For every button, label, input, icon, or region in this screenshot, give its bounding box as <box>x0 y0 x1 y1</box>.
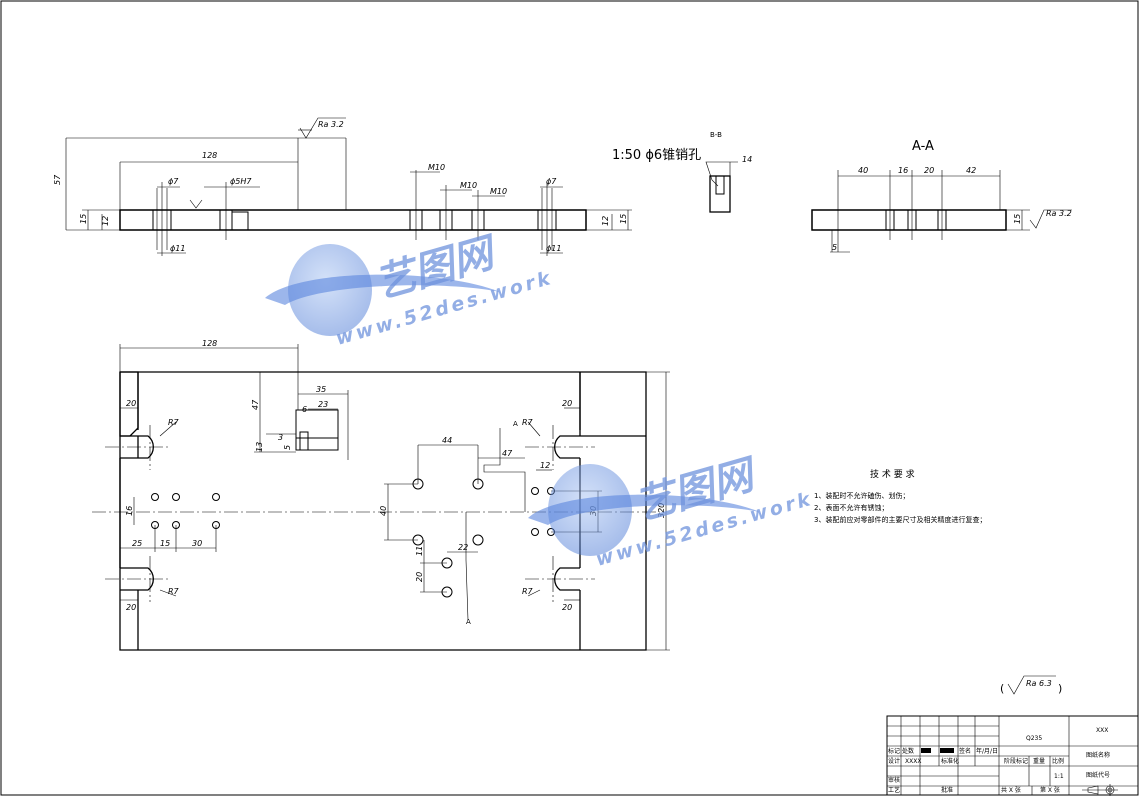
dim-d7-right: ϕ7 <box>546 177 557 186</box>
dim-d7-left: ϕ7 <box>168 177 179 186</box>
dim-16-aa: 16 <box>898 166 908 175</box>
front-view: 57 128 15 12 12 15 Ra 3.2 ϕ7 ϕ11 ϕ5H7 M1… <box>53 117 632 256</box>
tech-req-item-1: 1、装配时不允许磕伤、划伤； <box>814 491 909 500</box>
dim-5-aa: 5 <box>832 243 837 252</box>
dim-r7-br: R7 <box>522 587 534 596</box>
tb-mark-label: 标记 <box>888 747 900 755</box>
tech-req-item-3: 3、装配前应对零部件的主要尺寸及相关精度进行复查； <box>814 515 986 524</box>
dim-22: 22 <box>458 543 468 552</box>
general-roughness: ( Ra 6.3 ) <box>1000 675 1062 695</box>
tb-review-label: 审核 <box>888 776 900 784</box>
watermark-2: 艺图网 www.52des.work <box>528 451 815 571</box>
tb-date-label: 年/月/日 <box>976 747 998 755</box>
section-mark-a-bottom: A <box>466 618 471 626</box>
dim-128-top: 128 <box>202 339 217 348</box>
title-block: Q235 XXX 图纸名称 图纸代号 标记 处数 签名 年/月/日 设计 XXX… <box>886 715 1139 796</box>
tb-process-label: 工艺 <box>888 786 900 794</box>
dim-12-left: 12 <box>101 216 110 226</box>
tb-scale: 1:1 <box>1054 773 1064 780</box>
dim-d11-left: ϕ11 <box>170 244 185 253</box>
dim-r7-tr: R7 <box>522 418 534 427</box>
section-aa-title: A-A <box>912 139 934 154</box>
dim-25: 25 <box>132 539 142 548</box>
tb-count-label: 处数 <box>902 747 914 755</box>
tb-designer-label: 设计 <box>888 757 900 765</box>
dim-23: 23 <box>318 400 328 409</box>
tech-req-item-2: 2、表面不允许有锈蚀； <box>814 503 888 512</box>
dim-128-front: 128 <box>202 151 217 160</box>
tb-scale-label: 比例 <box>1052 757 1064 765</box>
tb-stage-label: 阶段标记 <box>1004 757 1028 765</box>
roughness-aa: Ra 3.2 <box>1046 209 1072 218</box>
dim-13: 13 <box>255 442 264 452</box>
dim-15-right: 15 <box>619 214 628 224</box>
dim-15-aa: 15 <box>1013 214 1022 224</box>
tb-std-label: 标准化 <box>941 757 959 765</box>
tb-company: XXX <box>1096 727 1108 734</box>
dim-20-v: 20 <box>415 572 424 582</box>
dim-12-right: 12 <box>601 216 610 226</box>
tb-sheets: 共 X 张 <box>1001 786 1021 794</box>
dim-m10-3: M10 <box>490 187 507 196</box>
dim-40-aa: 40 <box>858 166 868 175</box>
dim-6: 6 <box>302 405 307 414</box>
dim-20-tl: 20 <box>126 399 136 408</box>
dim-r7-bl: R7 <box>168 587 180 596</box>
watermark-1: 艺图网 www.52des.work <box>265 229 555 350</box>
dim-d11-right: ϕ11 <box>546 244 561 253</box>
tb-designer: XXXX <box>905 758 921 765</box>
dim-57: 57 <box>53 174 62 185</box>
projection-symbol-icon <box>1082 784 1118 796</box>
tb-drawing-name: 图纸名称 <box>1086 751 1110 759</box>
dim-20-br: 20 <box>562 603 572 612</box>
tech-requirements: 技 术 要 求 1、装配时不允许磕伤、划伤； 2、表面不允许有锈蚀； 3、装配前… <box>814 468 986 524</box>
tech-req-title: 技 术 要 求 <box>870 468 915 480</box>
roughness-front: Ra 3.2 <box>318 120 344 129</box>
dim-15-top: 15 <box>160 539 170 548</box>
svg-text:(: ( <box>1000 682 1004 695</box>
dim-r7-tl: R7 <box>168 418 180 427</box>
section-mark-a-top: A <box>513 420 518 428</box>
tb-weight-label: 重量 <box>1033 757 1045 765</box>
general-roughness-value: Ra 6.3 <box>1026 679 1052 688</box>
dim-12: 12 <box>540 461 550 470</box>
tb-material: Q235 <box>1026 735 1042 742</box>
dim-42-aa: 42 <box>966 166 976 175</box>
section-aa: A-A 40 16 20 42 15 5 Ra 3.2 <box>811 139 1072 253</box>
dim-20-tr: 20 <box>562 399 572 408</box>
dim-3: 3 <box>278 433 283 442</box>
dim-11: 11 <box>415 546 424 556</box>
detail-bb: B-B 1:50 ϕ6锥销孔 14 <box>612 131 752 213</box>
dim-44: 44 <box>442 436 452 445</box>
dim-40-v: 40 <box>379 506 388 516</box>
tb-sign-label: 签名 <box>959 747 971 755</box>
svg-text:): ) <box>1058 682 1062 695</box>
tb-approve-label: 批准 <box>941 786 953 794</box>
dim-14: 14 <box>742 155 752 164</box>
dim-d5h7: ϕ5H7 <box>230 177 252 186</box>
tb-sheet-no: 第 X 张 <box>1040 786 1060 794</box>
dim-15-left: 15 <box>79 214 88 224</box>
dim-320: 320 <box>657 503 666 518</box>
dim-16: 16 <box>125 506 134 516</box>
front-plate-section <box>119 209 587 231</box>
view-label-bb: B-B <box>710 131 722 139</box>
dim-47-v: 47 <box>251 399 260 410</box>
dim-m10-1: M10 <box>428 163 445 172</box>
dim-5: 5 <box>283 445 292 450</box>
taper-pin-note: 1:50 ϕ6锥销孔 <box>612 148 701 163</box>
dim-47-h: 47 <box>502 449 513 458</box>
dim-35: 35 <box>316 385 326 394</box>
dim-30-h: 30 <box>192 539 202 548</box>
tb-drawing-code: 图纸代号 <box>1086 771 1110 779</box>
dim-20-aa: 20 <box>924 166 934 175</box>
dim-m10-2: M10 <box>460 181 477 190</box>
dim-20-bl: 20 <box>126 603 136 612</box>
